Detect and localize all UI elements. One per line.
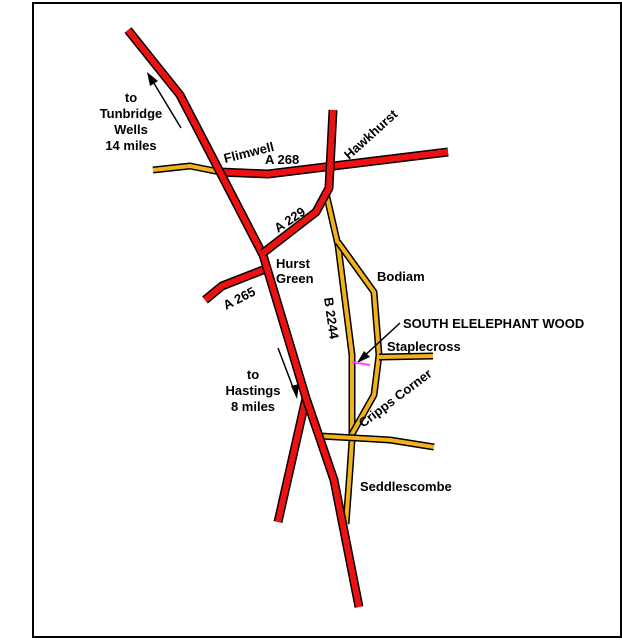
label-b2244: B 2244 [321,296,342,340]
label-seddlescombe: Seddlescombe [360,479,452,494]
label-staplecross: Staplecross [387,339,461,354]
label-green: Green [276,271,314,286]
a-roads [124,27,449,608]
label-wells: Wells [114,122,148,137]
road-cripps-corner-crossroad [319,432,435,451]
label-south-elephant-wood: SOUTH ELELEPHANT WOOD [403,316,584,331]
road-a229-hastings [273,397,311,523]
road-a21 [124,27,364,608]
label-tunbridge: Tunbridge [100,106,163,121]
label-hurst: Hurst [276,256,311,271]
label-tunbridge-distance: 14 miles [105,138,156,153]
wood-marker-icon [351,322,401,366]
road-b2244 [322,192,356,525]
arrow-icon [147,72,182,129]
road-a229 [260,109,338,257]
road-staplecross-east [378,352,434,361]
arrow-icon [277,347,299,399]
map-frame [32,2,622,638]
label-hastings-to: to [247,367,259,382]
label-bodiam: Bodiam [377,269,425,284]
road-a265 [202,263,270,304]
label-hastings: Hastings [226,383,281,398]
b-roads [152,162,435,525]
label-tunbridge-to: to [125,90,137,105]
label-hastings-distance: 8 miles [231,399,275,414]
label-a268: A 268 [265,152,299,167]
road-a268 [219,147,449,179]
road-a268-west [152,162,221,176]
